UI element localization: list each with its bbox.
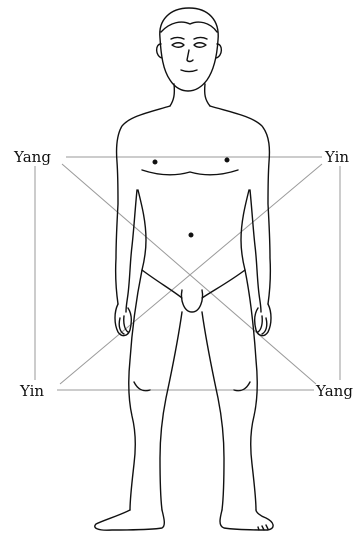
right-knee [234, 382, 250, 391]
right-inner-arm [250, 190, 261, 312]
left-inner-arm [126, 190, 137, 312]
label-bottom-right: Yang [316, 382, 353, 400]
left-leg-inner [160, 312, 182, 510]
right-fingers [258, 316, 267, 334]
left-knee [134, 382, 150, 391]
right-leg-inner [202, 312, 224, 510]
waist-left [138, 190, 146, 270]
label-bottom-left: Yin [20, 382, 44, 400]
left-nipple [153, 160, 157, 164]
hair-line [161, 22, 217, 32]
right-eyebrow [194, 38, 207, 40]
groin-v-right [202, 270, 245, 298]
torso-left-contour [116, 106, 170, 304]
connector-lines [35, 157, 340, 390]
nose [187, 50, 193, 62]
diagonal-yin-to-yin [60, 164, 322, 384]
left-fingers [119, 316, 128, 334]
mouth [181, 70, 197, 72]
right-nipple [225, 158, 229, 162]
right-eye [194, 43, 206, 48]
left-eye [172, 43, 184, 48]
chest-line [142, 170, 238, 175]
diagonal-yang-to-yang [62, 164, 316, 384]
label-top-right: Yin [325, 148, 349, 166]
right-toes [258, 525, 268, 530]
neck-right [205, 84, 210, 106]
neck-left [170, 84, 174, 106]
groin-v-left [142, 270, 182, 298]
groin-shape [181, 290, 202, 312]
left-foot [95, 510, 165, 530]
left-eyebrow [171, 38, 184, 40]
navel [189, 233, 193, 237]
label-top-left: Yang [14, 148, 51, 166]
right-foot [220, 510, 273, 530]
waist-right [241, 190, 249, 270]
